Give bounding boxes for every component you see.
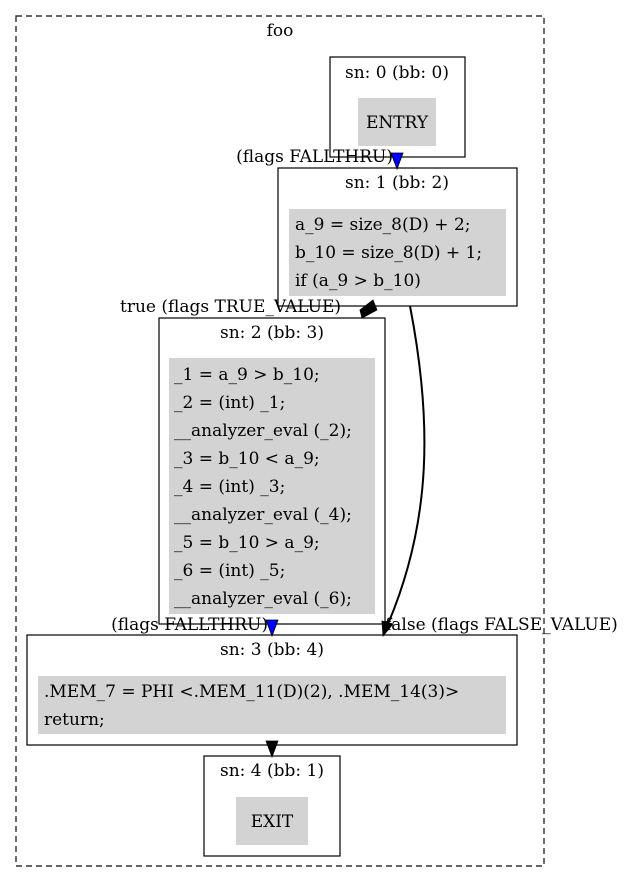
edge-bb3-to-bb4-arrowhead xyxy=(265,619,279,638)
edge-bb3-to-bb4-label: (flags FALLTHRU) xyxy=(111,615,268,635)
node-bb2-stmt-box xyxy=(289,209,506,296)
edge-bb2-to-bb4-arrowhead xyxy=(381,620,394,638)
edge-entry-to-bb2-label: (flags FALLTHRU) xyxy=(236,147,393,167)
node-bb3-header: sn: 2 (bb: 3) xyxy=(220,323,324,343)
node-bb3-line: __analyzer_eval (_4); xyxy=(174,505,352,525)
edge-bb2-to-bb3: true (flags TRUE_VALUE) xyxy=(120,297,378,319)
node-bb3-line: _6 = (int) _5; xyxy=(174,561,285,581)
edge-bb3-to-bb4: (flags FALLTHRU) xyxy=(111,615,279,638)
node-bb3-line: _5 = b_10 > a_9; xyxy=(174,533,320,553)
node-bb4-stmt-box xyxy=(38,676,506,734)
node-entry-stmt-box xyxy=(358,98,436,146)
node-bb4-header: sn: 3 (bb: 4) xyxy=(220,640,324,660)
node-exit-header: sn: 4 (bb: 1) xyxy=(220,761,324,781)
node-bb3: sn: 2 (bb: 3) _1 = a_9 > b_10; _2 = (int… xyxy=(158,317,386,625)
node-exit-stmt-box xyxy=(236,797,308,845)
edge-entry-to-bb2: (flags FALLTHRU) xyxy=(236,147,404,171)
edge-bb2-to-bb4-label: false (flags FALSE_VALUE) xyxy=(385,615,618,635)
edge-bb2-to-bb4: false (flags FALSE_VALUE) xyxy=(381,305,618,638)
node-bb4: sn: 3 (bb: 4) .MEM_7 = PHI <.MEM_11(D)(2… xyxy=(26,634,518,746)
node-bb3-stmt-box xyxy=(169,358,375,614)
edge-entry-to-bb2-arrowhead xyxy=(390,152,404,171)
cluster-foo-border xyxy=(15,15,545,867)
node-bb3-line: __analyzer_eval (_6); xyxy=(174,589,352,609)
node-exit-label: EXIT xyxy=(251,812,294,832)
edge-bb4-to-exit-arrowhead xyxy=(265,740,279,759)
node-bb2-line: if (a_9 > b_10) xyxy=(295,271,421,291)
node-bb3-line: _2 = (int) _1; xyxy=(174,393,285,413)
cluster-title: foo xyxy=(267,21,294,41)
node-bb4-line: .MEM_7 = PHI <.MEM_11(D)(2), .MEM_14(3)> xyxy=(44,682,459,702)
node-bb3-line: _3 = b_10 < a_9; xyxy=(174,449,320,469)
edge-bb2-to-bb4-line xyxy=(387,305,426,625)
node-bb4-line: return; xyxy=(44,710,105,730)
node-bb3-line: _4 = (int) _3; xyxy=(174,477,285,497)
node-bb3-line: _1 = a_9 > b_10; xyxy=(174,365,320,385)
node-exit: sn: 4 (bb: 1) EXIT xyxy=(203,755,341,857)
node-bb2: sn: 1 (bb: 2) a_9 = size_8(D) + 2; b_10 … xyxy=(277,167,518,307)
node-bb3-line: __analyzer_eval (_2); xyxy=(174,421,352,441)
node-entry-header: sn: 0 (bb: 0) xyxy=(345,63,449,83)
node-bb2-line: a_9 = size_8(D) + 2; xyxy=(295,215,471,235)
edge-bb2-to-bb3-arrowhead xyxy=(359,299,378,319)
node-bb2-header: sn: 1 (bb: 2) xyxy=(345,173,449,193)
edge-bb4-to-exit xyxy=(265,740,279,759)
node-entry-label: ENTRY xyxy=(366,113,429,133)
node-entry: sn: 0 (bb: 0) ENTRY xyxy=(329,56,466,158)
edge-bb2-to-bb3-label: true (flags TRUE_VALUE) xyxy=(120,297,341,317)
node-bb2-line: b_10 = size_8(D) + 1; xyxy=(295,243,482,263)
